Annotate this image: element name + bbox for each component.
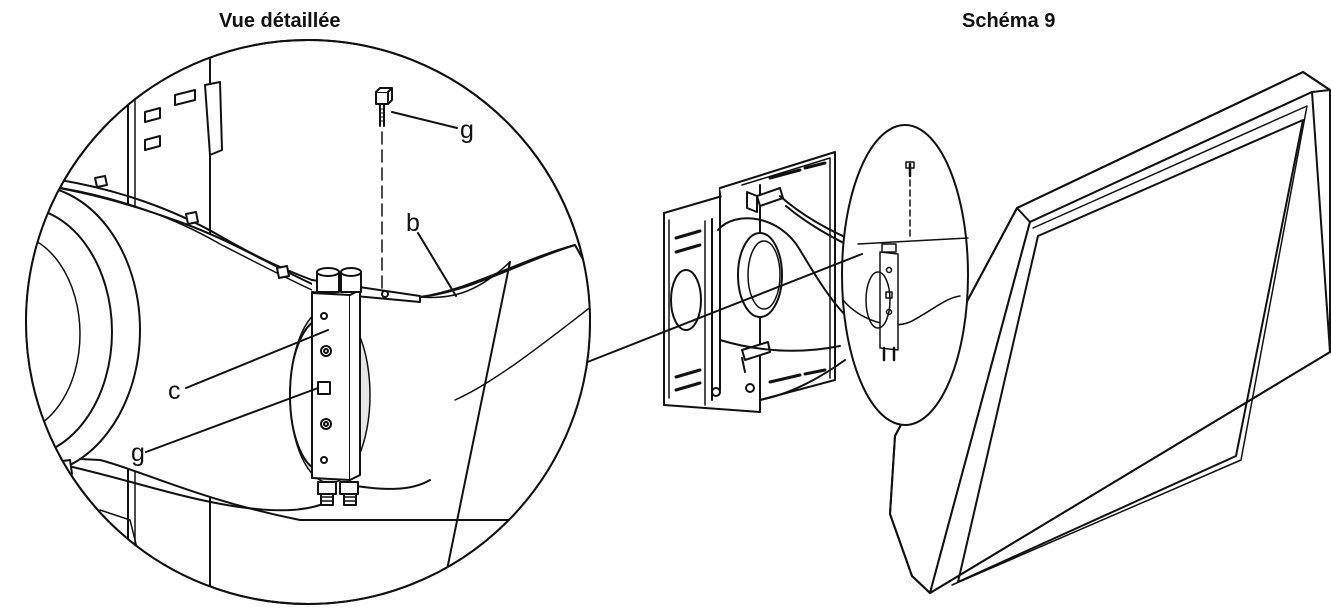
detail-callout-ellipse bbox=[841, 124, 969, 426]
detail-view bbox=[25, 39, 591, 605]
callout-g-top: g bbox=[460, 116, 474, 144]
callout-b: b bbox=[406, 209, 420, 237]
callout-lines bbox=[145, 111, 458, 453]
mounting-plate bbox=[663, 151, 865, 413]
detail-leader-line bbox=[584, 253, 863, 364]
figure-title: Schéma 9 bbox=[962, 10, 1056, 32]
detail-view-title: Vue détaillée bbox=[219, 10, 341, 32]
callout-g-bottom: g bbox=[131, 439, 145, 467]
callout-c: c bbox=[168, 377, 181, 405]
